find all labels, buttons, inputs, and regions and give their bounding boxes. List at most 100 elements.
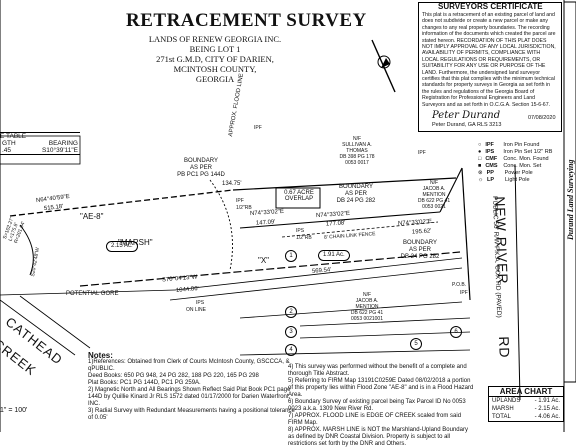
note-item: Deed Books: 650 PG 948, 24 PG 282, 188 P… xyxy=(88,373,259,379)
ips-label: IPS xyxy=(296,228,305,234)
area-1-badge: 2.15 Ac. xyxy=(106,241,138,252)
zone-ae8-label: "AE-8" xyxy=(80,212,104,221)
overlap-line: 0.67 ACRE xyxy=(284,190,314,196)
legend-desc: Conc. Mon. Set xyxy=(503,163,542,169)
rd-label: RD xyxy=(496,336,513,359)
area-value: - 1.91 Ac. xyxy=(534,398,560,404)
legend-item: ☼LP Light Pole xyxy=(478,177,552,184)
boundary-line: DB 24 PG 282 xyxy=(400,254,440,260)
legend-desc: Iron Pin Set 1/2" RB xyxy=(503,149,553,155)
legend-desc: Iron Pin Found xyxy=(503,142,540,148)
owner-line: SULLIVAN A. xyxy=(342,142,372,148)
owner-line: JACOB A. xyxy=(422,186,446,192)
lot-number-circle: 6 xyxy=(450,326,462,338)
owner-line: 0053 0021001 xyxy=(351,316,383,322)
signer-name: Peter Durand, GA RLS 3213 xyxy=(432,122,502,128)
legend-abbr: CMF xyxy=(485,156,498,162)
boundary-line: AS PER xyxy=(189,165,212,171)
boundary-line: BOUNDARY xyxy=(339,184,373,190)
boundary-line: BOUNDARY xyxy=(184,158,218,164)
curve-cell: S10°39'11"E xyxy=(41,147,78,154)
legend-item: ○IPF Iron Pin Found xyxy=(478,142,552,149)
signature: Peter Durand xyxy=(432,110,501,121)
side-strip: Durand Land Surveying xyxy=(566,110,576,240)
signature-date: 07/08/2020 xyxy=(528,115,556,121)
boundary-pb-label: BOUNDARY AS PER PB PC1 PG 144D xyxy=(166,158,236,179)
legend-abbr: PP xyxy=(486,170,494,176)
area-value: - 2.15 Ac. xyxy=(534,406,560,412)
owner-line: DB 622 PG 41 xyxy=(417,198,451,204)
boundary-line: DB 24 PG 282 xyxy=(336,198,376,204)
boundary-db1-label: BOUNDARY AS PER DB 24 PG 282 xyxy=(324,184,388,205)
legend-abbr: IPF xyxy=(485,142,494,148)
acre-overlap-label: 0.67 ACRE OVERLAP xyxy=(278,190,320,202)
legend-abbr: CMS xyxy=(485,163,498,169)
owner-line: N/F xyxy=(352,136,362,142)
legend-desc: Power Pole xyxy=(504,170,533,176)
area-chart-row: MARSH - 2.15 Ac. xyxy=(489,405,563,413)
legend-lp-icon: ☼ xyxy=(478,177,484,183)
rb-label: 1/2"RB xyxy=(236,205,252,211)
area-2-badge: 1.91 Ac. xyxy=(318,250,350,261)
pob-label: P.O.B. xyxy=(452,282,467,288)
jacob1-label: N/F JACOB A. MENTION DB 622 PG 41 0053 0… xyxy=(412,180,456,210)
area-key: TOTAL xyxy=(492,414,511,420)
note-item: 6) Boundary Survey of existing parcel be… xyxy=(288,399,466,412)
area-chart-heading: AREA CHART xyxy=(489,387,563,397)
certificate-text: This plat is a retracement of an existin… xyxy=(422,12,556,108)
note-item: 1)References: Obtained from Clerk of Cou… xyxy=(88,359,290,372)
rb-label: 1/2"RB xyxy=(296,235,312,241)
potential-gore-label: POTENTIAL GORE xyxy=(66,291,119,297)
lot-number-circle: 1 xyxy=(285,250,297,262)
area-value: - 4.06 Ac. xyxy=(534,414,560,420)
legend-abbr: LP xyxy=(487,177,495,183)
page-title: RETRACEMENT SURVEY xyxy=(126,10,367,31)
owner-line: 0053 0017 xyxy=(345,160,369,166)
curve-table-row: .45 S10°39'11"E xyxy=(0,147,80,154)
ipf-label: IPF xyxy=(460,290,468,296)
lot-number-circle: 3 xyxy=(285,326,297,338)
overlap-line: OVERLAP xyxy=(284,196,314,202)
subtitle-line: BEING LOT 1 xyxy=(189,44,241,54)
owner-line: JACOB A. xyxy=(355,298,379,304)
note-item: Plat Books: PC1 PG 144D, PC1 PG 259A. xyxy=(88,380,201,386)
side-strip-label: Durand Land Surveying xyxy=(566,159,575,240)
certificate-heading: SURVEYORS CERTIFICATE xyxy=(438,2,543,11)
north-arrow-icon xyxy=(371,39,396,93)
scale-label: 1" = 100' xyxy=(0,407,28,414)
note-item: 4) This survey was performed without the… xyxy=(288,364,467,377)
distance-2: 147.09' xyxy=(255,219,276,227)
owner-line: N/F xyxy=(362,292,372,298)
plat-drawing xyxy=(0,0,576,432)
legend-desc: Conc. Mon. Found xyxy=(503,156,549,162)
subtitle-line: MCINTOSH COUNTY, xyxy=(173,64,257,74)
area-key: MARSH xyxy=(492,406,514,412)
area-key: UPLANDS xyxy=(492,398,521,404)
jacob2-label: N/F JACOB A. MENTION DB 622 PG 41 0053 0… xyxy=(340,292,394,322)
owner-line: THOMAS xyxy=(346,148,368,154)
notes-heading: Notes: xyxy=(88,351,113,360)
ipf-label: IPF xyxy=(418,150,426,156)
owner-line: 0053 0021 xyxy=(422,204,446,210)
curve-table: E TABLE GTH BEARING .45 S10°39'11"E xyxy=(0,132,80,155)
boundary-line: PB PC1 PG 144D xyxy=(177,172,225,178)
legend-item: ■CMS Conc. Mon. Set xyxy=(478,163,552,170)
curve-table-header: E TABLE xyxy=(0,133,27,140)
notes-right: 4) This survey was performed without the… xyxy=(288,364,474,448)
ipf-label: IPF xyxy=(236,198,244,204)
legend-ipf-icon: ○ xyxy=(478,142,482,148)
area-chart-row: TOTAL - 4.06 Ac. xyxy=(489,413,563,421)
owner-line: MENTION xyxy=(422,192,446,198)
notes-left: Notes: 1)References: Obtained from Clerk… xyxy=(88,352,298,422)
boundary-line: BOUNDARY xyxy=(403,240,437,246)
legend-desc: Light Pole xyxy=(505,177,530,183)
curve-table-cols: GTH BEARING xyxy=(0,140,80,147)
distance-3: 177.08' xyxy=(325,220,346,228)
sullivan-label: N/F SULLIVAN A. THOMAS DB 398 PG 178 005… xyxy=(330,136,384,166)
legend-cms-icon: ■ xyxy=(478,163,482,169)
distance-7: 134.75' xyxy=(222,181,242,187)
lot-number-circle: 5 xyxy=(410,338,422,350)
subtitle-line: GEORGIA xyxy=(195,74,235,84)
